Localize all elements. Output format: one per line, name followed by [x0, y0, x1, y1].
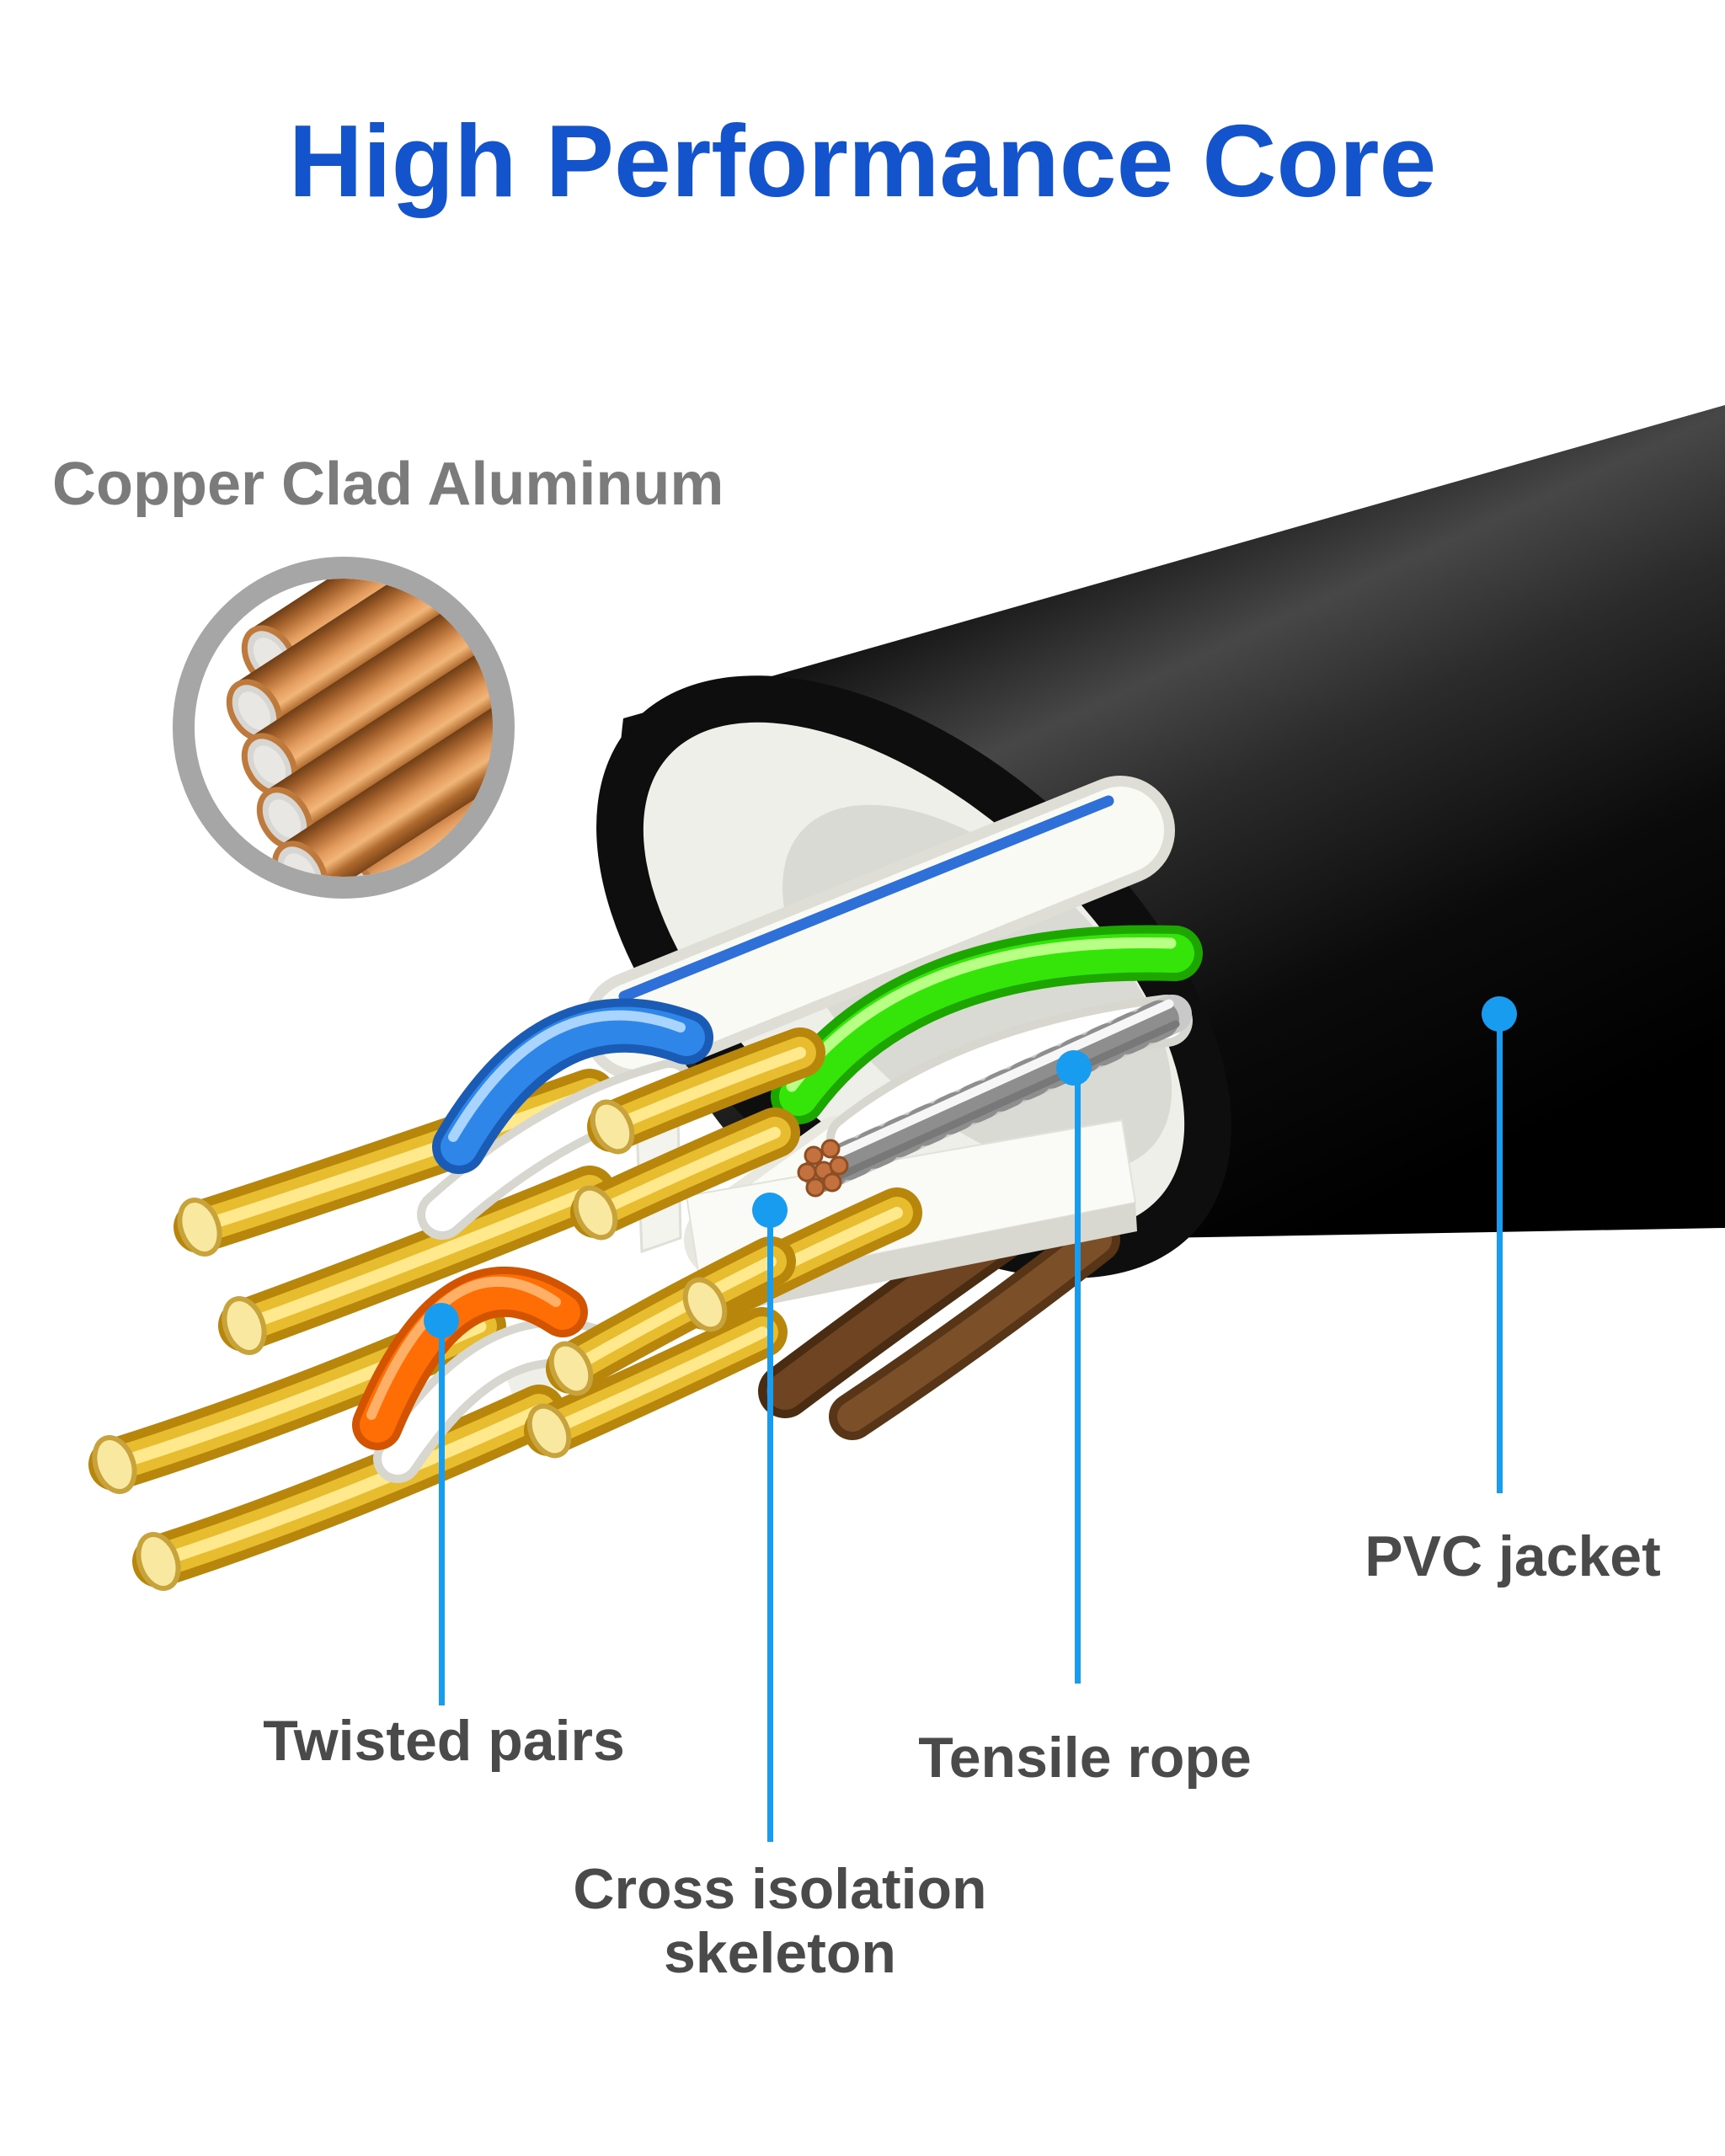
cross-isolation-skeleton-label-line1: Cross isolation: [573, 1857, 987, 1921]
cross-isolation-skeleton-leader-line: [767, 1210, 773, 1842]
gold-wires-center: [524, 1027, 922, 1459]
tensile-rope-dot: [1056, 1050, 1092, 1086]
pvc-jacket-leader-line: [1497, 1014, 1503, 1493]
cross-isolation-skeleton-label-line2: skeleton: [664, 1921, 896, 1986]
tensile-rope-label: Tensile rope: [918, 1726, 1252, 1790]
rope-copper-strand-ends: [797, 1139, 849, 1198]
pvc-jacket-dot: [1482, 996, 1517, 1032]
inset-ring: [173, 557, 515, 899]
copper-inset-illustration: [173, 557, 515, 899]
cross-isolation-skeleton-label: Cross isolation skeleton: [573, 1857, 986, 1985]
cable-illustration: [88, 405, 1725, 1591]
copper-clad-aluminum-label: Copper Clad Aluminum: [52, 451, 724, 518]
twisted-pairs-leader-line: [439, 1321, 445, 1705]
twisted-pairs-label: Twisted pairs: [263, 1709, 625, 1773]
pvc-jacket-label: PVC jacket: [1365, 1524, 1661, 1588]
tensile-rope-leader-line: [1075, 1068, 1081, 1684]
cross-isolation-skeleton-dot: [752, 1193, 788, 1228]
twisted-pairs-dot: [424, 1303, 459, 1338]
tensile-rope-part: [797, 995, 1192, 1198]
page-title: High Performance Core: [288, 104, 1437, 218]
